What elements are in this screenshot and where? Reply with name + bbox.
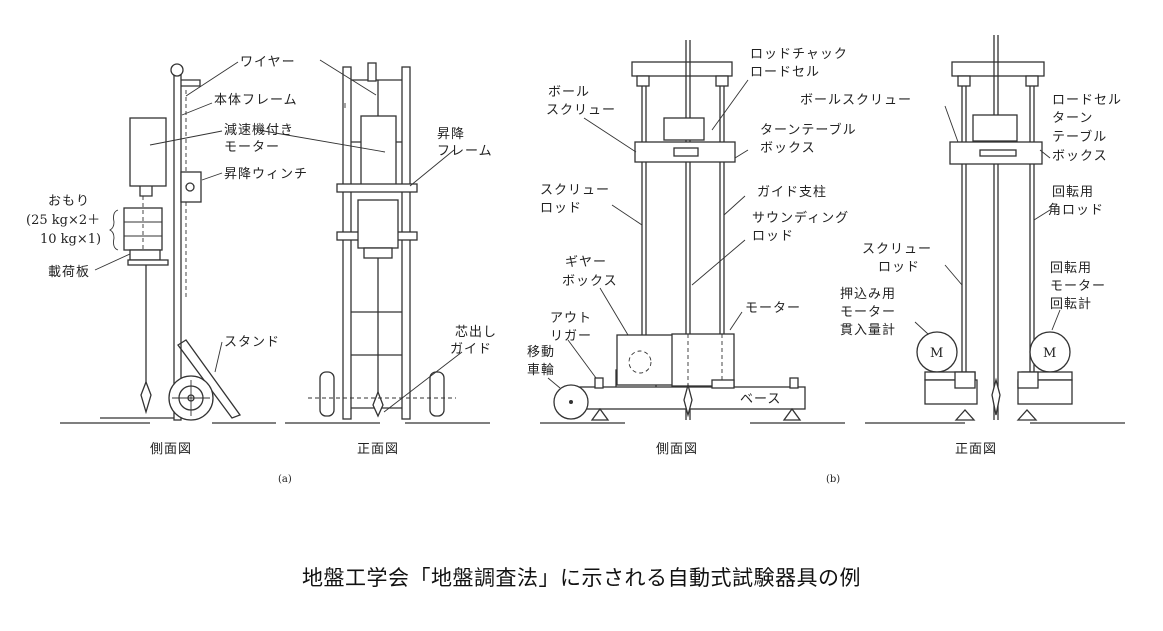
label-outrigger-1: アウト bbox=[550, 311, 592, 326]
fig-b-tag: (b) bbox=[826, 474, 840, 485]
label-gear-box-2: ボックス bbox=[562, 274, 618, 289]
label-lift-frame-1: 昇降 bbox=[437, 127, 465, 142]
label-weight-1: おもり bbox=[48, 194, 90, 209]
label-push-motor-1: 押込み用 bbox=[840, 287, 896, 302]
label-rot-motor-2: モーター bbox=[1050, 279, 1106, 294]
label-lift-frame-2: フレーム bbox=[437, 144, 493, 159]
label-main-frame: 本体フレーム bbox=[214, 93, 298, 108]
label-motor: モーター bbox=[745, 301, 801, 316]
label-push-motor-3: 貫入量計 bbox=[840, 322, 896, 338]
label-turntable-2: ボックス bbox=[760, 141, 816, 156]
rotation-motor-symbol: M bbox=[1043, 346, 1057, 361]
label-sounding-rod-2: ロッド bbox=[752, 229, 794, 244]
label-turntable-1: ターンテーブル bbox=[760, 122, 857, 138]
label-rot-motor-1: 回転用 bbox=[1050, 261, 1092, 276]
label-winch: 昇降ウィンチ bbox=[224, 167, 308, 182]
label-motor-2: モーター bbox=[224, 140, 280, 155]
label-front-turn-3: ボックス bbox=[1052, 149, 1108, 164]
push-motor-symbol: M bbox=[930, 346, 944, 361]
label-weight-3: 10 kg×1) bbox=[40, 232, 101, 247]
label-rod-chuck: ロッドチャック bbox=[750, 47, 848, 62]
fig-a-tag: (a) bbox=[278, 474, 292, 485]
label-guide-post: ガイド支柱 bbox=[757, 185, 827, 200]
label-screw-rod-2: ロッド bbox=[540, 201, 582, 216]
label-motor-1: 減速機付き bbox=[224, 122, 294, 138]
label-front-screw-2: ロッド bbox=[878, 260, 920, 275]
label-load-plate: 載荷板 bbox=[48, 265, 90, 280]
label-stand: スタンド bbox=[224, 335, 280, 350]
fig-b-labels: ロッドチャック ロードセル ボール スクリュー ターンテーブル ボックス スクリ… bbox=[527, 47, 1122, 485]
label-load-cell: ロードセル bbox=[750, 65, 820, 80]
label-front-turn-1: ターン bbox=[1052, 111, 1093, 126]
label-square-rod-2: 角ロッド bbox=[1048, 203, 1104, 218]
label-gear-box-1: ギヤー bbox=[565, 255, 607, 270]
fig-a-side-view-drawing bbox=[60, 61, 276, 424]
fig-a-side-title: 側面図 bbox=[150, 442, 192, 457]
fig-b-front-title: 正面図 bbox=[955, 442, 997, 457]
label-wheel-2: 車輪 bbox=[527, 362, 555, 378]
label-ball-screw-front: ボールスクリュー bbox=[800, 93, 912, 108]
fig-b-front-view-drawing bbox=[865, 35, 1125, 424]
label-rot-motor-3: 回転計 bbox=[1050, 296, 1092, 312]
label-outrigger-2: リガー bbox=[550, 329, 592, 344]
label-front-screw-1: スクリュー bbox=[862, 242, 932, 257]
label-base: ベース bbox=[740, 392, 781, 407]
figure-caption: 地盤工学会「地盤調査法」に示される自動式試験器具の例 bbox=[302, 566, 861, 590]
label-push-motor-2: モーター bbox=[840, 305, 896, 320]
fig-a-front-title: 正面図 bbox=[357, 442, 399, 457]
fig-a-labels: ワイヤー 本体フレーム 減速機付き モーター 昇降ウィンチ おもり (25 kg… bbox=[26, 55, 497, 485]
label-center-guide-1: 芯出し bbox=[455, 325, 497, 340]
label-front-load-cell: ロードセル bbox=[1052, 93, 1122, 108]
fig-b-side-view-drawing bbox=[540, 40, 845, 424]
label-wire: ワイヤー bbox=[240, 55, 296, 70]
label-ball-screw-1: ボール bbox=[548, 85, 590, 100]
fig-a-front-view-drawing bbox=[257, 59, 490, 424]
label-center-guide-2: ガイド bbox=[450, 342, 492, 357]
label-square-rod-1: 回転用 bbox=[1052, 185, 1094, 200]
label-screw-rod-1: スクリュー bbox=[540, 183, 610, 198]
label-sounding-rod-1: サウンディング bbox=[752, 210, 849, 226]
fig-b-side-title: 側面図 bbox=[656, 442, 698, 457]
label-weight-2: (25 kg×2＋ bbox=[26, 213, 100, 228]
label-ball-screw-2: スクリュー bbox=[546, 103, 616, 118]
label-front-turn-2: テーブル bbox=[1052, 129, 1107, 145]
label-wheel-1: 移動 bbox=[527, 345, 555, 360]
